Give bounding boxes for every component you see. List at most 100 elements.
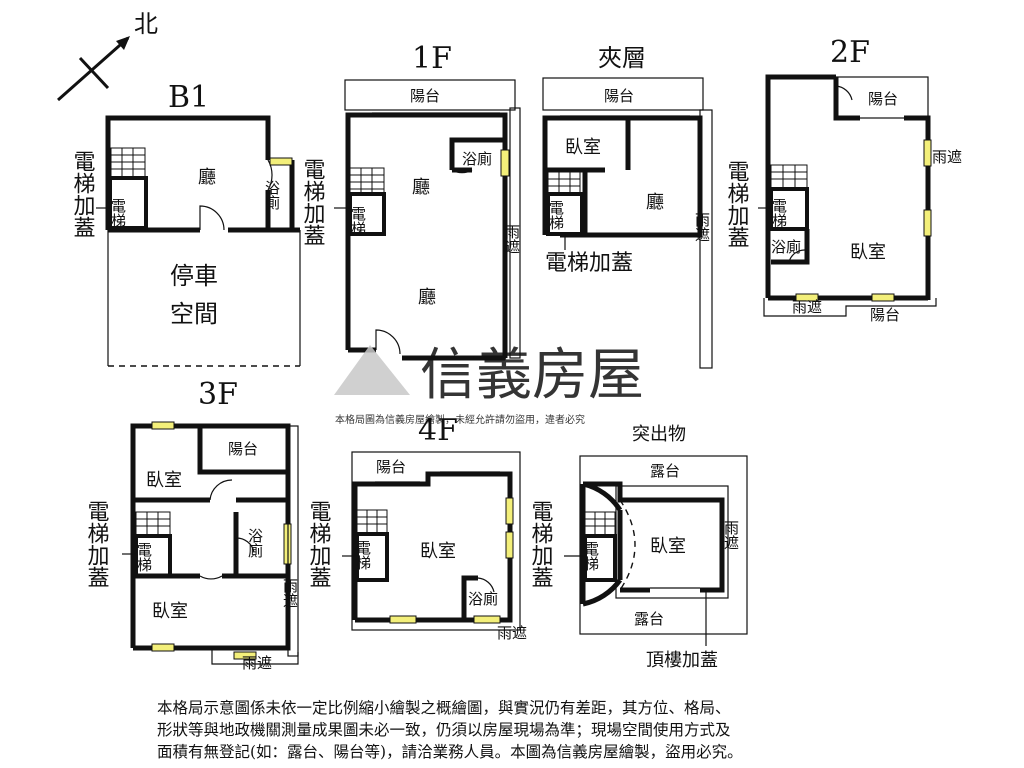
1f-living-top: 廳 (412, 177, 430, 198)
3f-awning-right: 雨遮 (281, 578, 299, 608)
3f-window-bottom-2 (233, 651, 257, 660)
3f-elevator-box (134, 534, 172, 578)
2f-balcony-door (835, 85, 853, 101)
1f-awning-outline (509, 107, 521, 359)
2f-elevator-label: 電梯 (770, 198, 788, 228)
3f-elevator-label: 電梯 (135, 542, 153, 572)
3f-bedroom-bottom-door (199, 575, 223, 580)
roof-awning: 雨遮 (722, 520, 740, 550)
1f-bath-wall (449, 137, 505, 170)
3f-elevator-add: 電梯加蓋 (84, 500, 110, 588)
b1-door (199, 205, 225, 231)
compass-arrow-line (57, 36, 129, 102)
4f-title: 4F (418, 413, 458, 448)
roof-title: 突出物 (632, 424, 686, 445)
4f-outline (351, 451, 521, 631)
4f-window-right-1 (505, 497, 514, 525)
4f-wall-outer (352, 471, 513, 623)
roof-arc-bottom (582, 578, 623, 607)
roof-bedroom: 臥室 (650, 536, 686, 557)
roof-wall-outer (583, 481, 725, 593)
floor-2f: 2F 陽台 雨遮 臥室 電梯 浴廁 電梯加蓋 雨遮 陽台 (724, 35, 963, 324)
1f-bath-door (451, 169, 473, 174)
2f-awning-bottom: 雨遮 (792, 298, 822, 316)
4f-elevator-label: 電梯 (354, 540, 372, 570)
mezz-balcony: 陽台 (604, 87, 634, 105)
3f-bath-door (235, 537, 255, 553)
2f-elevator-box (769, 187, 809, 231)
b1-window (269, 157, 293, 166)
2f-elevator-add: 電梯加蓋 (724, 160, 750, 248)
roof-terrace-top: 露台 (650, 462, 680, 480)
1f-entry-door (375, 329, 401, 355)
1f-elevator-label: 電梯 (349, 206, 367, 236)
3f-awning-bottom-outline (211, 648, 299, 665)
2f-window-bottom-2 (871, 293, 895, 302)
roof-dash-arc (619, 499, 636, 591)
b1-bath-door (267, 159, 273, 191)
3f-bedroom-top-door (209, 479, 233, 501)
3f-bedroom-top: 臥室 (146, 470, 182, 491)
floor-4f: 4F 陽台 臥室 浴廁 雨遮 電梯 電梯加蓋 (306, 413, 528, 642)
4f-bath-wall (461, 575, 478, 620)
north-compass: 北 (57, 10, 158, 102)
3f-awning-right-outline (287, 425, 299, 657)
watermark: 信義房屋 本格局圖為信義房屋繪製，未經允許請勿盜用，違者必究 (334, 343, 644, 426)
mezz-awning-outline (699, 109, 713, 369)
1f-title: 1F (412, 41, 452, 76)
2f-wall-left (765, 74, 836, 298)
disclaimer-line-3: 面積有無登記(如：露台、陽台等)，請洽業務人員。本圖為信義房屋繪製，盜用必究。 (157, 743, 743, 761)
2f-bath-wall (771, 229, 810, 265)
disclaimer-line-2: 形狀等與地政機關測量成果圖未必一致，仍須以房屋現場為準；現場空間使用方式及 (157, 721, 731, 739)
floor-3f: 3F 臥室 陽台 浴廁 臥室 雨遮 雨遮 電梯 電梯加蓋 (84, 377, 300, 672)
b1-elevator-add: 電梯加蓋 (70, 150, 96, 238)
b1-parking-line2: 空間 (170, 300, 218, 328)
4f-bath: 浴廁 (468, 590, 498, 608)
roof-elevator-add: 電梯加蓋 (528, 500, 554, 588)
mezz-bedroom: 臥室 (565, 137, 601, 158)
1f-balcony: 陽台 (410, 87, 440, 105)
roof-outline (579, 455, 748, 635)
b1-title: B1 (168, 80, 209, 115)
3f-window-top (151, 421, 175, 430)
2f-stairs (770, 164, 808, 190)
4f-bath-door (477, 577, 495, 593)
2f-wall-balcony-left (833, 77, 860, 121)
mezz-living: 廳 (646, 192, 664, 213)
3f-stairs (135, 511, 171, 537)
4f-window-right-2 (505, 531, 514, 559)
3f-bedroom-bottom: 臥室 (152, 601, 188, 622)
3f-balcony: 陽台 (228, 440, 258, 458)
roof-elevator-label: 電梯 (582, 541, 600, 571)
4f-bedroom: 臥室 (420, 541, 456, 562)
3f-window-bottom-1 (151, 643, 175, 652)
b1-elevator-label: 電梯 (109, 198, 127, 228)
4f-elevator-box (355, 532, 389, 582)
2f-bath-door (788, 249, 806, 263)
roof-arc-top (582, 481, 623, 512)
disclaimer-line-1: 本格局示意圖係未依一定比例縮小繪製之概繪圖，與實況仍有差距，其方位、格局、 (157, 699, 731, 717)
b1-wall-outer (105, 115, 271, 230)
1f-balcony-outline (344, 79, 516, 111)
4f-window-bottom-2 (473, 615, 501, 624)
2f-bedroom: 臥室 (850, 242, 886, 263)
floor-b1: B1 電梯 電梯加蓋 廳 浴廁 停車 空間 (70, 80, 301, 367)
3f-awning-bottom: 雨遮 (242, 654, 272, 672)
2f-awning-right: 雨遮 (932, 148, 962, 166)
disclaimer: 本格局示意圖係未依一定比例縮小繪製之概繪圖，與實況仍有差距，其方位、格局、 形狀… (157, 697, 897, 763)
mezz-awning: 雨遮 (693, 212, 711, 242)
compass-arrowhead (116, 36, 130, 50)
2f-bath: 浴廁 (771, 238, 801, 256)
roof-extension: 頂樓加蓋 (646, 650, 718, 671)
b1-parking-line1: 停車 (170, 262, 218, 290)
4f-awning: 雨遮 (497, 624, 527, 642)
floor-1f: 1F 陽台 雨遮 浴廁 電梯 電梯加蓋 廳 廳 (300, 41, 521, 361)
watermark-brand: 信義房屋 (420, 343, 644, 408)
4f-elevator-add: 電梯加蓋 (306, 500, 332, 588)
mezz-title: 夾層 (598, 44, 646, 72)
2f-title: 2F (830, 35, 870, 70)
3f-bath: 浴廁 (246, 528, 264, 559)
b1-living: 廳 (198, 167, 216, 188)
4f-window-bottom-1 (389, 615, 417, 624)
